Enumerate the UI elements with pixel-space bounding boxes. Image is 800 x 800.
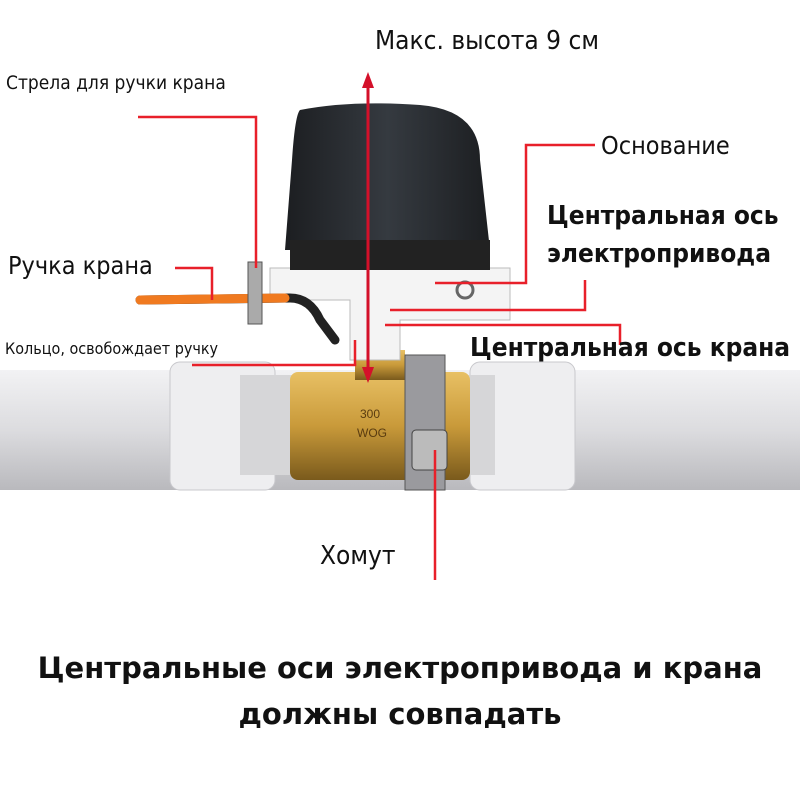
caption-line2: должны совпадать (238, 697, 562, 731)
height-arrow (362, 72, 374, 383)
caption-line1: Центральные оси электропривода и крана (37, 651, 763, 685)
clamp (404, 354, 448, 491)
label-valve-axis: Центральная ось крана (470, 333, 791, 363)
label-max-height: Макс. высота 9 см (375, 26, 599, 56)
actuator-body (285, 103, 490, 270)
valve-marking-wog: WOG (357, 426, 387, 440)
label-actuator-axis-line1: Центральная ось (547, 201, 779, 231)
valve-marking-300: 300 (360, 407, 380, 421)
handle (135, 261, 340, 345)
label-clamp: Хомут (320, 541, 396, 571)
callout-lines (138, 115, 622, 580)
label-handle-arm: Стрела для ручки крана (6, 72, 226, 94)
label-valve-handle: Ручка крана (8, 251, 153, 280)
label-ring: Кольцо, освобождает ручку (5, 339, 219, 358)
label-actuator-axis-line2: электропривода (547, 239, 771, 269)
label-base: Основание (601, 131, 730, 160)
